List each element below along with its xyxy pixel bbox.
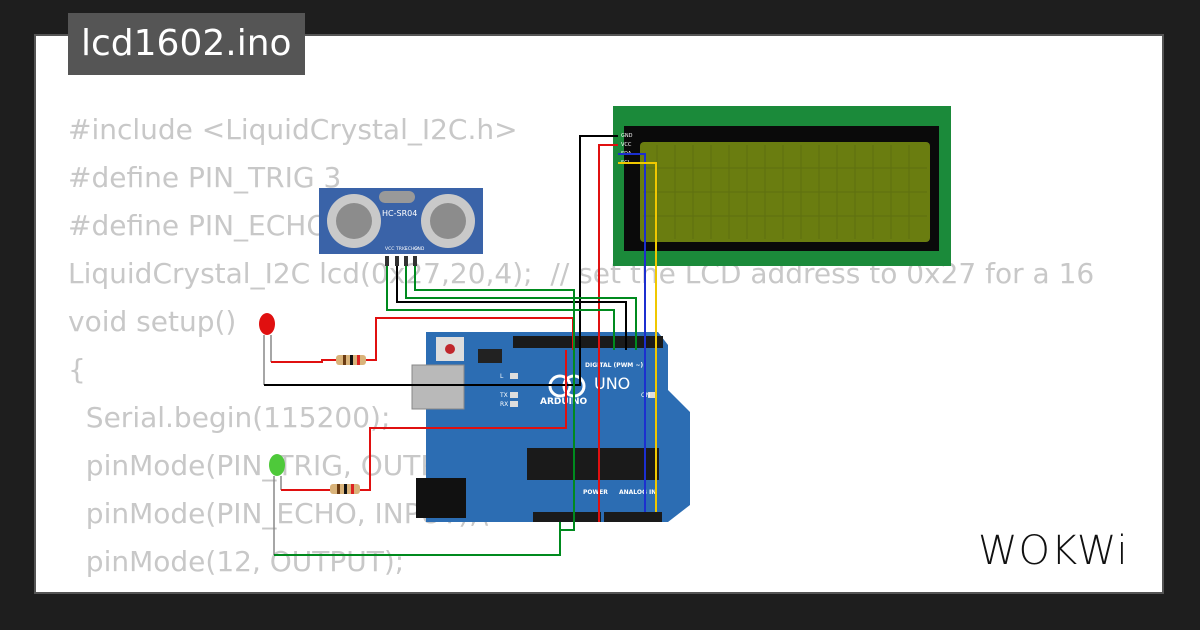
l-led	[510, 373, 518, 379]
wire-sensor-trig	[396, 266, 627, 350]
reset-button[interactable]	[445, 344, 455, 354]
sensor-pin-echo: ECHO	[405, 246, 418, 252]
rx-led	[510, 401, 518, 407]
wire-gnd-black	[264, 135, 618, 386]
rx-label: RX	[500, 401, 508, 408]
sensor-pin-trig: TRIG	[395, 246, 407, 252]
power-label: POWER	[583, 489, 608, 496]
atmega-chip	[527, 448, 659, 480]
code-line: pinMode(12, OUTPUT);	[68, 545, 405, 578]
digital-label: DIGITAL (PWM ~)	[585, 362, 643, 369]
sensor-pin-gnd: GND	[414, 246, 425, 252]
arduino-uno[interactable]: ARDUINO UNO DIGITAL (PWM ~) POWER ANALOG…	[411, 332, 690, 522]
lcd-char-grid	[643, 145, 927, 239]
code-line: {	[68, 353, 86, 386]
resistor-red-led	[336, 355, 366, 365]
wire-sensor-gnd	[414, 266, 575, 531]
ultrasonic-sensor[interactable]: HC-SR04 VCC TRIG ECHO GND	[319, 188, 483, 266]
code-line: #define PIN_TRIG 3	[68, 161, 342, 194]
wire-5v-red	[598, 144, 618, 522]
power-header	[533, 512, 601, 522]
green-led[interactable]	[269, 454, 285, 555]
analog-label: ANALOG IN	[619, 489, 656, 496]
code-line: void setup()	[68, 305, 237, 338]
tx-led	[510, 392, 518, 398]
wire-pin13-red	[360, 350, 567, 491]
wire-sensor-vcc	[386, 266, 615, 350]
usb-port	[411, 364, 465, 410]
wire-sda-blue	[618, 153, 646, 512]
l-label: L	[500, 373, 504, 380]
lcd-display[interactable]: GND VCC SDA SCL	[613, 106, 951, 266]
code-line: LiquidCrystal_I2C lcd(0x27,20,4); // set…	[68, 257, 1095, 290]
lcd-pin-vcc: VCC	[621, 142, 632, 148]
sketch-title: lcd1602.ino	[68, 13, 305, 75]
code-line: #include <LiquidCrystal_I2C.h>	[68, 113, 518, 146]
arduino-model: UNO	[594, 374, 630, 393]
analog-header	[604, 512, 662, 522]
sensor-pin-vcc: VCC	[385, 246, 394, 252]
on-led	[648, 392, 656, 398]
tx-label: TX	[499, 392, 508, 399]
sensor-label: HC-SR04	[382, 209, 417, 218]
lcd-pin-gnd: GND	[621, 133, 633, 139]
power-jack	[416, 478, 466, 518]
wire-scl-yellow	[618, 162, 657, 512]
wokwi-logo: WOKWi	[978, 528, 1129, 574]
digital-header	[513, 336, 663, 348]
sensor-crystal	[379, 191, 415, 203]
arduino-brand: ARDUINO	[540, 397, 588, 407]
code-line: Serial.begin(115200);	[68, 401, 391, 434]
wire-sensor-echo	[405, 266, 637, 350]
red-led[interactable]	[259, 313, 275, 385]
wire-red-led	[271, 359, 336, 363]
wire-green-gnd	[274, 522, 561, 556]
wires	[264, 135, 657, 556]
resistor-green-led	[330, 484, 360, 494]
icsp-header	[478, 349, 502, 363]
